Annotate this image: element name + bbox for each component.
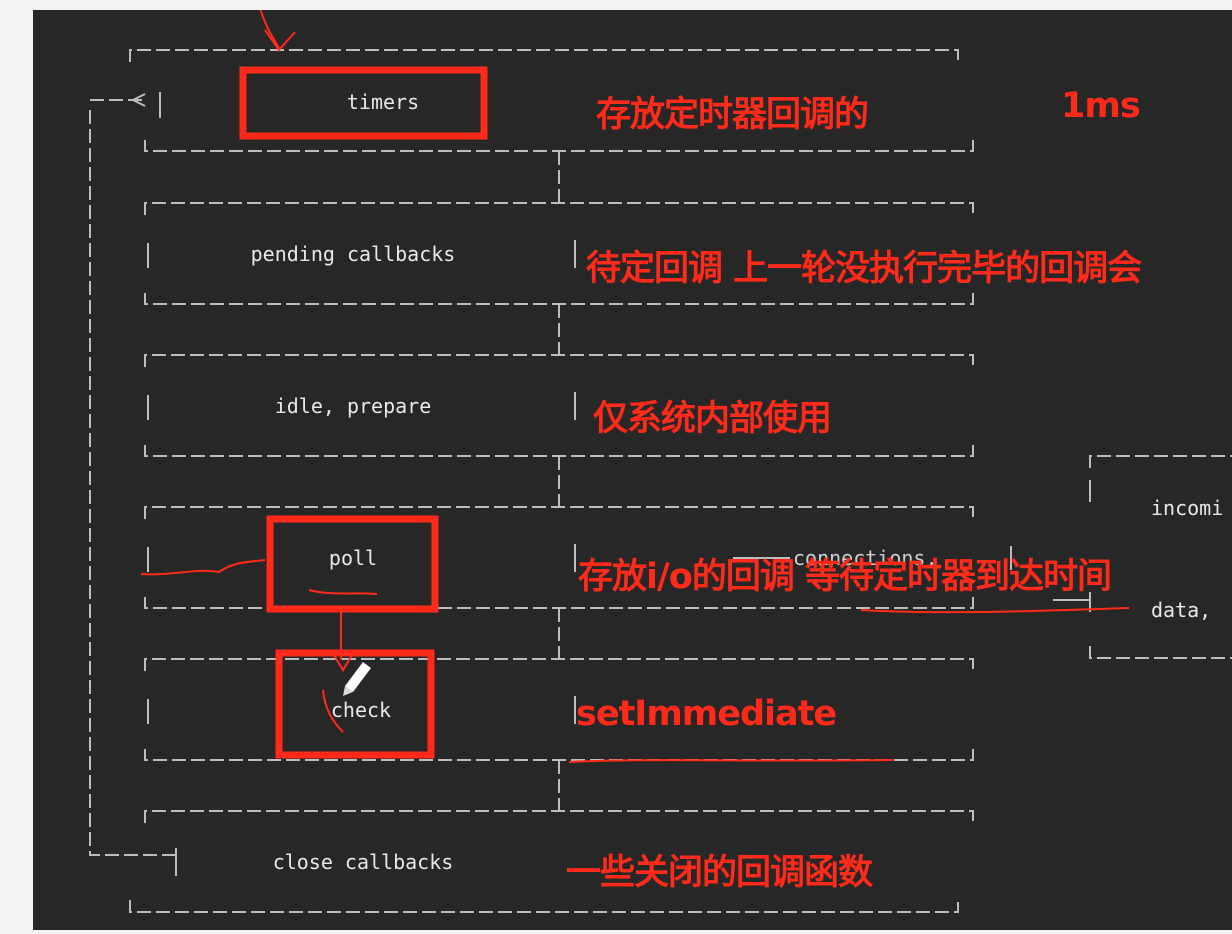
top-arrow-head bbox=[264, 29, 296, 52]
phase-label-close-callbacks: close callbacks bbox=[272, 850, 454, 874]
phase-label-pending-callbacks: pending callbacks bbox=[250, 242, 456, 266]
note-poll: 存放i/o的回调 等待定时器到达时间 bbox=[578, 557, 1112, 597]
phase-label-timers: timers bbox=[346, 90, 420, 114]
pencil-cursor-icon bbox=[343, 662, 371, 696]
phase-label-check: check bbox=[330, 698, 392, 722]
setimmediate-underline bbox=[568, 759, 894, 763]
note-pending: 待定回调 上一轮没执行完毕的回调会 bbox=[586, 249, 1142, 289]
timers-highlight-box bbox=[239, 66, 488, 140]
box-outlines bbox=[89, 49, 1232, 913]
diagram-canvas: timers pending callbacks idle, prepare p… bbox=[33, 10, 1232, 930]
phase-label-poll: poll bbox=[328, 546, 378, 570]
phase-label-idle-prepare: idle, prepare bbox=[274, 394, 432, 418]
poll-connector-text: connections, bbox=[793, 546, 938, 570]
check-highlight-box bbox=[275, 649, 435, 759]
note-timers-1ms: 1ms bbox=[1061, 86, 1141, 126]
check-scribble bbox=[322, 689, 344, 733]
poll-scribble bbox=[140, 559, 266, 576]
note-timers: 存放定时器回调的 bbox=[596, 95, 869, 135]
poll-note-underline bbox=[860, 607, 1130, 614]
poll-to-check-arrow bbox=[330, 649, 356, 672]
note-close: 一些关闭的回调函数 bbox=[566, 853, 873, 893]
io-box-line2: data, bbox=[1151, 598, 1212, 622]
poll-underline bbox=[308, 589, 378, 595]
annotation-marks bbox=[140, 10, 1130, 763]
io-box-line1: incomi bbox=[1151, 496, 1224, 520]
poll-highlight-box bbox=[266, 515, 439, 613]
top-arrow-line bbox=[259, 10, 280, 49]
note-idle: 仅系统内部使用 bbox=[593, 399, 832, 439]
note-check: setImmediate bbox=[576, 694, 837, 734]
